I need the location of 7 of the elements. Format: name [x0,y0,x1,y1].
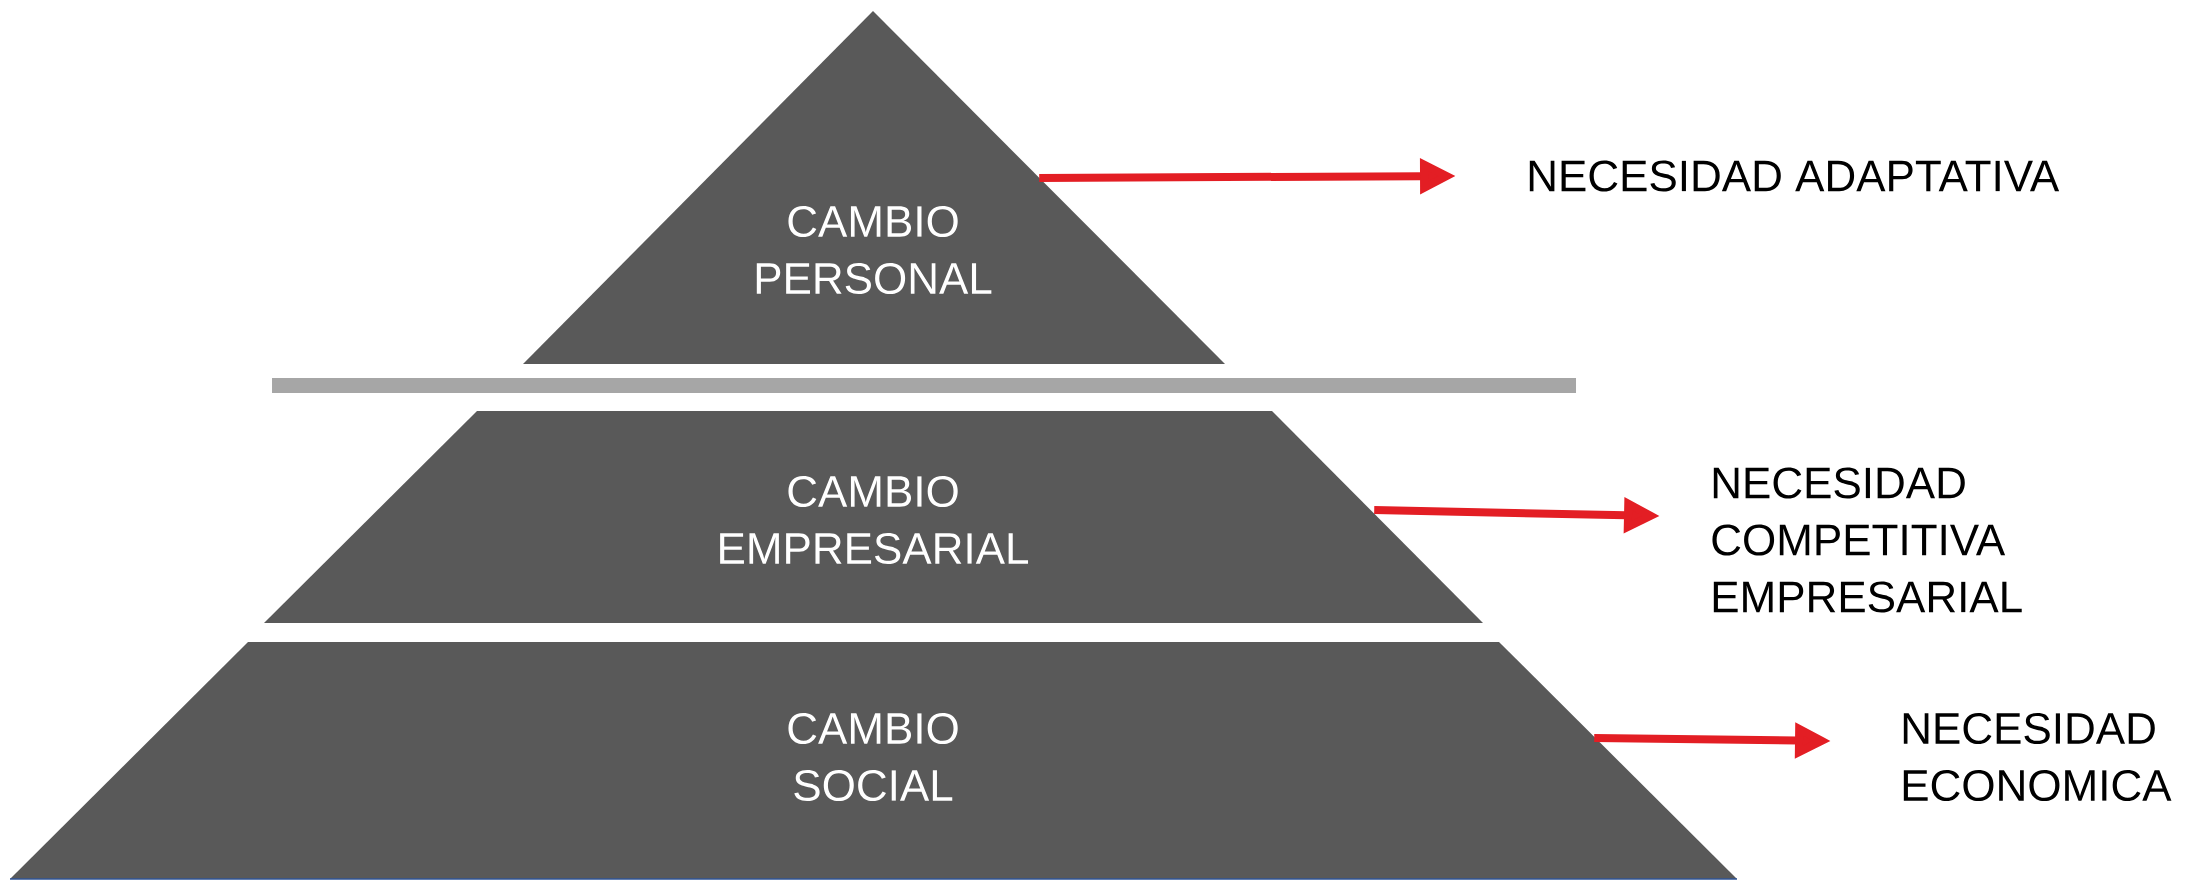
pyramid-level: CAMBIO SOCIAL [9,642,1738,880]
need-label: NECESIDAD COMPETITIVA EMPRESARIAL [1712,467,2022,613]
pyramid-level: CAMBIO EMPRESARIAL [264,411,1483,623]
separator-bar [272,378,1576,393]
need-label: NECESIDAD ADAPTATIVA [1529,160,2060,192]
pyramid-level: CAMBIO PERSONAL [523,11,1225,364]
need-label: NECESIDAD ECONOMICA [1903,712,2172,802]
